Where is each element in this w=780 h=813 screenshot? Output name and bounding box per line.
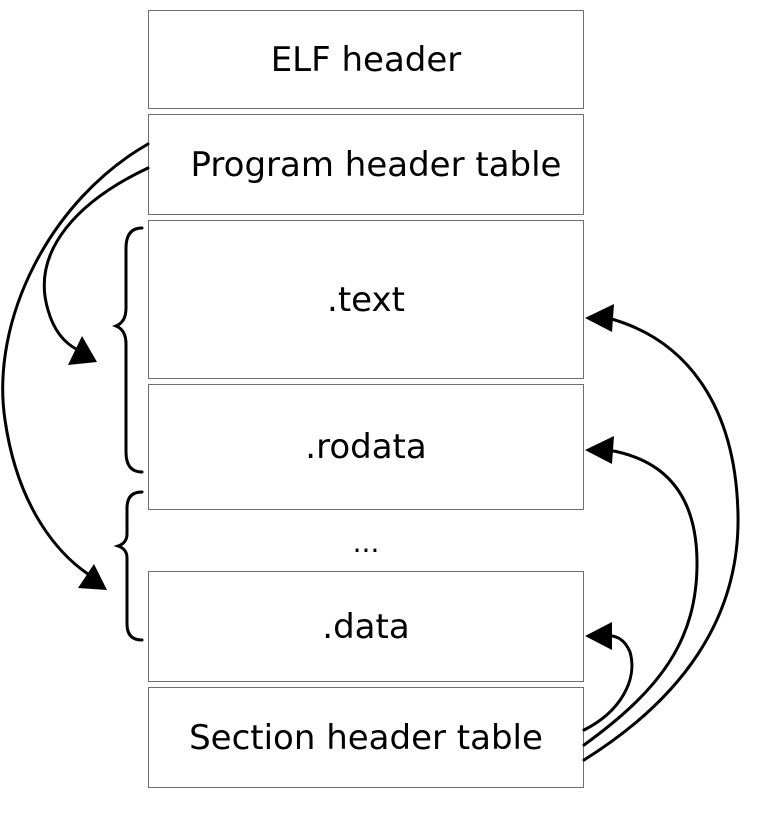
segment-brace-upper: [111, 226, 144, 474]
arrowhead-data-segment: [78, 564, 107, 590]
section-header-to-text-arrow: [582, 316, 740, 762]
section-header-table-label: Section header table: [189, 717, 543, 758]
text-section-label: .text: [327, 279, 405, 320]
elf-header-label: ELF header: [270, 39, 462, 80]
program-header-table-block: Program header table: [148, 114, 584, 215]
section-header-to-rodata-arrow: [582, 448, 699, 747]
arrowhead-data-section: [585, 622, 612, 650]
program-header-to-data-arrow: [1, 142, 150, 576]
program-header-table-label: Program header table: [190, 144, 562, 185]
data-section-label: .data: [322, 606, 410, 647]
elf-header-block: ELF header: [148, 10, 584, 109]
ellipsis-label: ...: [352, 525, 380, 559]
rodata-section-block: .rodata: [148, 384, 584, 510]
section-header-to-data-arrow: [582, 633, 634, 732]
program-header-to-text-arrow: [42, 166, 150, 352]
arrowhead-rodata-section: [585, 436, 614, 464]
arrowhead-text-segment: [68, 336, 97, 365]
rodata-section-label: .rodata: [305, 427, 427, 467]
segment-brace-lower: [113, 490, 144, 642]
data-section-block: .data: [148, 571, 584, 682]
arrowhead-text-section: [585, 304, 614, 332]
section-header-table-block: Section header table: [148, 687, 584, 788]
text-section-block: .text: [148, 220, 584, 379]
